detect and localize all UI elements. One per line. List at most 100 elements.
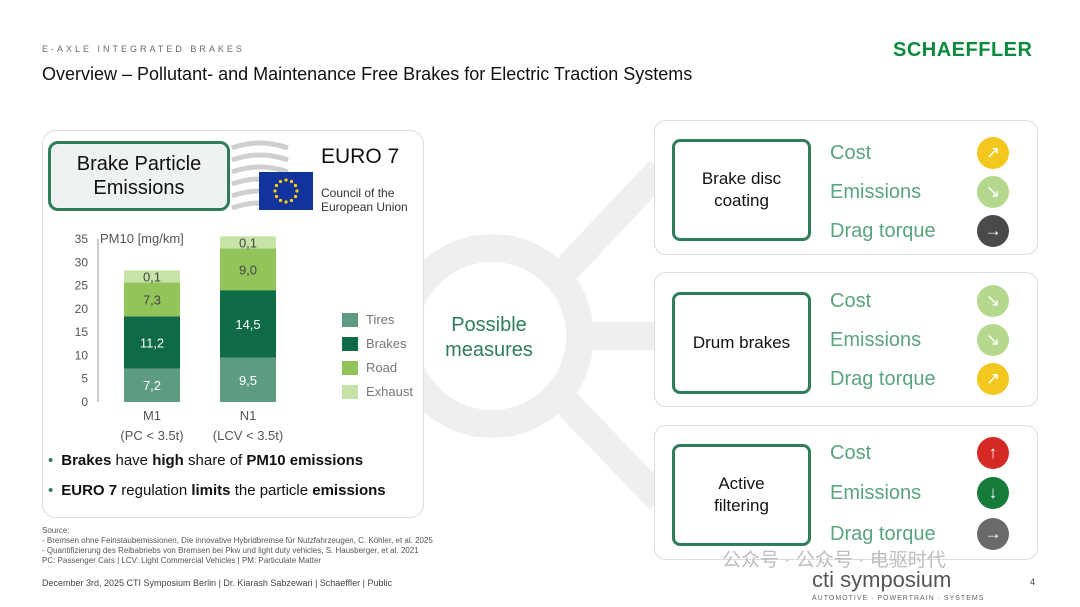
legend-label-road: Road [366,360,398,375]
arrow-right-icon: → [977,518,1009,550]
indicator-arrow: ↗ [985,369,1001,388]
y-tick-label: 0 [81,395,88,409]
eu-star [293,183,298,188]
legend-label-brakes: Brakes [366,336,407,351]
possible-measures-line-2: measures [445,339,533,361]
bullet-1-strong-3: PM10 emissions [246,452,364,469]
measure-2-line-1: Drum brakes [692,333,791,352]
indicator-arrow: ↑ [988,443,998,462]
indicator-arrow: ↓ [988,483,998,502]
y-tick-label: 30 [75,255,89,269]
y-tick-label: 5 [81,372,88,386]
y-tick-label: 10 [75,348,89,362]
metric-label: Cost [830,142,872,164]
bullet-2-strong-3: emissions [312,482,386,499]
arrow-up-icon: ↑ [977,437,1009,469]
arrow-up-right-icon: ↗ [977,137,1009,169]
metric-label: Drag torque [830,220,936,242]
bullet-1-text-2: share of [183,452,247,469]
bullet-dot: • [48,482,54,499]
measure-1-line-2: coating [714,191,769,210]
arrow-down-icon: ↓ [977,477,1009,509]
bullet-2-text-1: regulation [117,482,192,499]
source-notes: Source: - Bremsen ohne Feinstaubemission… [42,526,433,566]
legend-swatch-exhaust [342,385,358,399]
measure-box-drum-brakes: Drum brakes [672,292,811,394]
x-category-label: N1 [240,408,257,423]
footer-text: December 3rd, 2025 CTI Symposium Berlin … [42,578,392,588]
eu-star [274,194,279,199]
measure-box-brake-disc-coating: Brake disc coating [672,139,811,241]
bar-segment-road [124,282,180,317]
bar-value-label: 7,3 [143,292,161,307]
eu-star [274,183,279,188]
bar-value-label: 9,5 [239,373,257,388]
arrow-up-right-icon: ↗ [977,363,1009,395]
brand-logo: SCHAEFFLER [893,39,1033,61]
cti-symposium-logo: cti symposium [812,567,952,592]
legend-label-tires: Tires [366,312,395,327]
watermark-text: 公众号 · 公众号 · 电驱时代 [722,550,946,571]
eu-flag-icon [259,172,313,210]
indicator-arrow: → [984,524,1002,543]
source-line: Source: [42,526,70,535]
bullet-2-strong-1: EURO 7 [61,482,118,499]
arrow-down-right-icon: ↘ [977,285,1009,317]
metric-label: Emissions [830,482,922,504]
measure-3-line-1: Active [718,474,765,493]
metric-label: Cost [830,442,872,464]
bar-segment-brakes [124,316,180,369]
y-tick-label: 25 [75,279,89,293]
eu-star [289,179,294,184]
arrow-down-right-icon: ↘ [977,176,1009,208]
possible-measures-label: Possible measures [430,313,548,363]
bar-segment-tires [124,368,180,402]
y-tick-label: 20 [75,302,89,316]
bullet-brakes-share: •Brakes have high share of PM10 emission… [48,452,363,469]
page-number: 4 [1030,577,1036,587]
council-label: Council of the European Union [321,186,408,214]
bar-value-label: 11,2 [140,335,164,350]
eu-star [293,194,298,199]
brake-particle-emissions-box: Brake Particle Emissions [48,141,230,211]
bar-value-label: 9,0 [239,262,257,277]
eu-star [284,178,288,182]
measure-box-active-filtering: Active filtering [672,444,811,546]
eu-star [278,179,283,184]
council-line-1: Council of the [321,186,395,200]
source-line: PC: Passenger Cars | LCV: Light Commerci… [42,556,322,565]
x-category-sublabel: (PC < 3.5t) [120,428,183,443]
indicator-arrow: ↘ [985,330,1001,349]
metric-label: Drag torque [830,368,936,390]
bullet-1-strong-1: Brakes [61,452,112,469]
bullet-2-text-2: the particle [230,482,313,499]
indicator-arrow: ↗ [985,143,1001,162]
source-line: - Bremsen ohne Feinstaubemissionen, Die … [42,536,433,545]
bar-value-label: 14,5 [235,317,260,332]
eu-star [278,198,283,203]
bar-value-label: 0,1 [143,269,161,284]
section-kicker: E-AXLE INTEGRATED BRAKES [42,44,245,54]
bar-segment-brakes [220,290,276,358]
legend-label-exhaust: Exhaust [366,384,413,399]
y-tick-label: 35 [75,232,89,246]
arrow-right-icon: → [977,215,1009,247]
metric-label: Cost [830,290,872,312]
brake-particle-emissions-label: Brake Particle Emissions [76,153,202,199]
bar-segment-tires [220,357,276,402]
bar-segment-exhaust [124,270,180,283]
bullet-1-text-1: have [111,452,153,469]
bar-value-label: 7,2 [143,378,161,393]
metric-label: Emissions [830,329,922,351]
arrow-down-right-icon: ↘ [977,324,1009,356]
eu-star [289,198,294,203]
council-line-2: European Union [321,200,408,214]
bar-value-label: 0,1 [239,235,257,250]
x-category-label: M1 [143,408,161,423]
bullet-dot: • [48,452,54,469]
measure-3-line-2: filtering [714,496,769,515]
y-axis-label: PM10 [mg/km] [100,231,184,246]
bullet-euro7-limits: •EURO 7 regulation limits the particle e… [48,482,386,499]
source-line: - Quantifizierung des Reibabriebs von Br… [42,546,419,555]
x-category-sublabel: (LCV < 3.5t) [213,428,283,443]
